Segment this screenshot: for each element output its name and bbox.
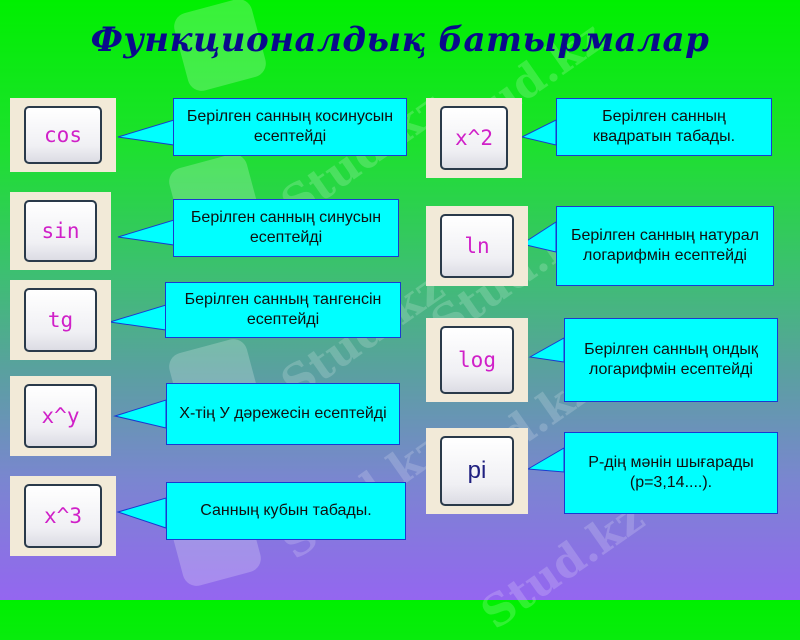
button-x-square-container: x^2 [426,98,522,178]
x-cube-description: Санның кубын табады. [166,482,406,540]
cos-button[interactable]: cos [24,106,102,164]
x-square-description: Берілген санның квадратын табады. [556,98,772,156]
x-pow-y-button[interactable]: x^y [24,384,97,448]
x-pow-y-description: Х-тің У дәрежесін есептейді [166,383,400,445]
button-cos-container: cos [10,98,116,172]
button-sin-container: sin [10,192,111,270]
button-log-container: log [426,318,528,402]
cos-description: Берілген санның косинусын есептейді [173,98,407,156]
button-ln-container: ln [426,206,528,286]
button-pi-container: pi [426,428,528,514]
x-square-button[interactable]: x^2 [440,106,508,170]
log-button[interactable]: log [440,326,514,394]
pi-description: Р-дің мәнін шығарады (p=3,14....). [564,432,778,514]
tg-button[interactable]: tg [24,288,97,352]
tg-description: Берілген санның тангенсін есептейді [165,282,401,338]
ln-button[interactable]: ln [440,214,514,278]
button-x-pow-y-container: x^y [10,376,111,456]
button-tg-container: tg [10,280,111,360]
log-description: Берілген санның ондық логарифмін есептей… [564,318,778,402]
ln-description: Берілген санның натурал логарифмін есепт… [556,206,774,286]
sin-button[interactable]: sin [24,200,97,262]
sin-description: Берілген санның синусын есептейді [173,199,399,257]
x-cube-button[interactable]: x^3 [24,484,102,548]
page-title: Функционалдық батырмалар [90,20,710,60]
pi-button[interactable]: pi [440,436,514,506]
button-x-cube-container: x^3 [10,476,116,556]
